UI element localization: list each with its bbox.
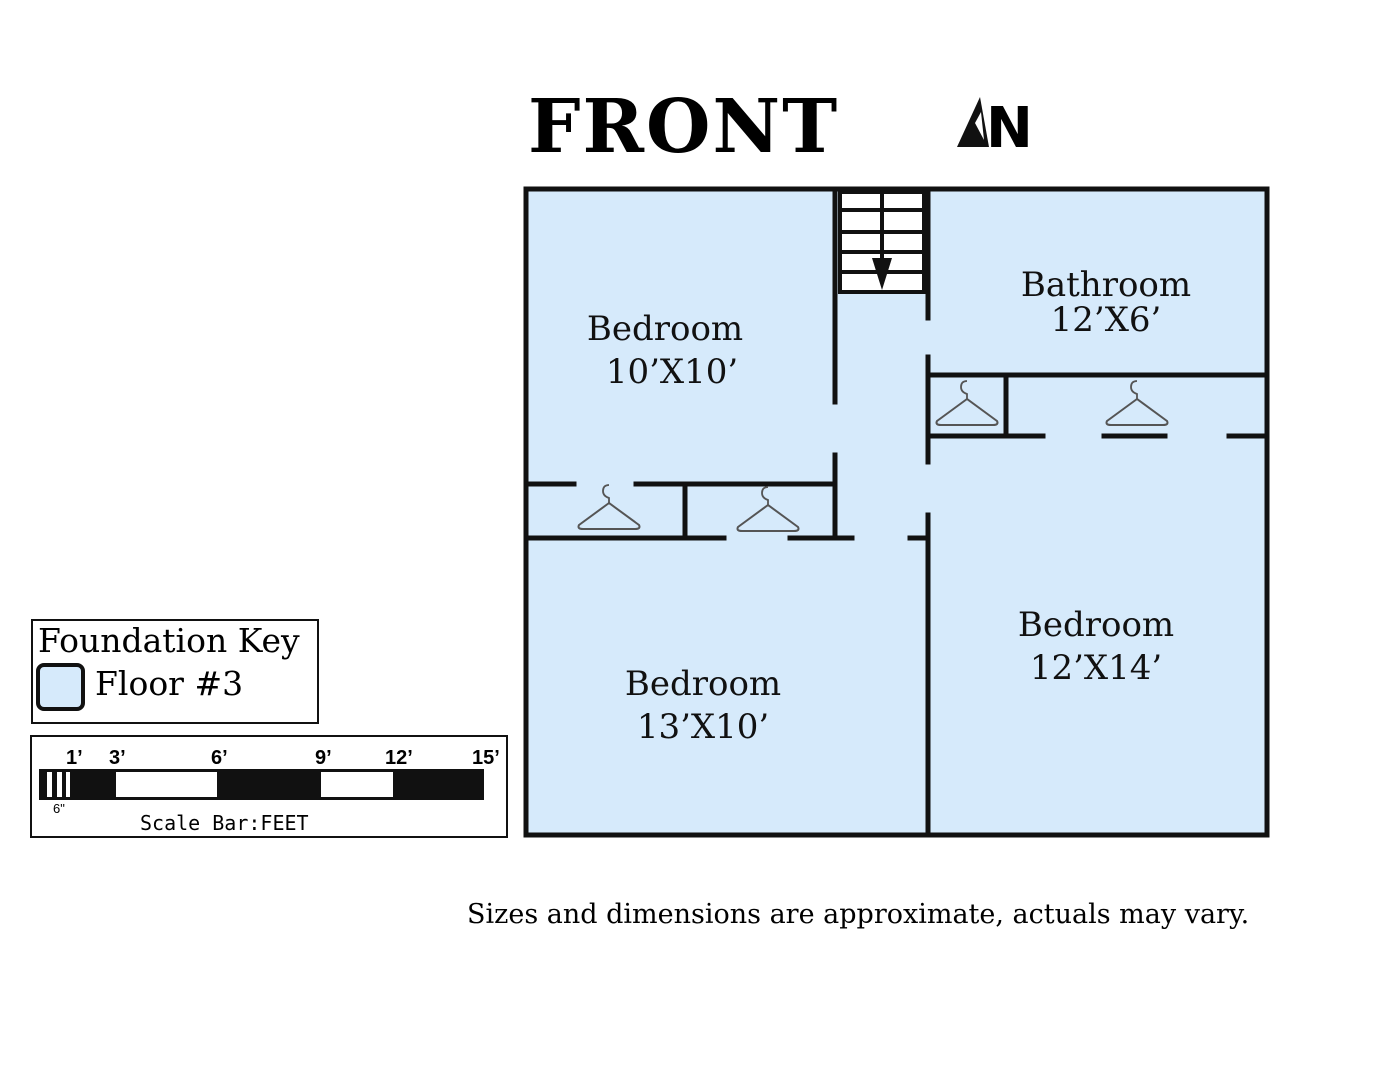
- scale-tick: 12’: [385, 747, 413, 769]
- scale-caption: Scale Bar:FEET: [140, 811, 309, 835]
- front-label: FRONT: [528, 84, 839, 170]
- room-name: Bedroom: [625, 664, 781, 704]
- key-floor-label: Floor #3: [95, 664, 243, 703]
- walls: [523, 186, 1270, 838]
- scale-tick: 6’: [211, 747, 228, 769]
- room-size: 12’X14’: [1030, 648, 1162, 688]
- room-size: 10’X10’: [606, 352, 738, 392]
- scale-tick: 9’: [315, 747, 332, 769]
- floor-swatch: [36, 663, 85, 711]
- room-name: Bathroom: [1021, 265, 1191, 305]
- disclaimer: Sizes and dimensions are approximate, ac…: [467, 899, 1249, 930]
- room-size: 13’X10’: [637, 707, 769, 747]
- north-arrow-icon: [957, 97, 989, 147]
- scale-small-tick: 6": [53, 801, 65, 816]
- scale-tick: 3’: [109, 747, 126, 769]
- room-size: 12’X6’: [1051, 300, 1162, 340]
- room-name: Bedroom: [1018, 605, 1174, 645]
- stairs-icon: [838, 190, 926, 294]
- room-name: Bedroom: [587, 309, 743, 349]
- scale-tick: 1’: [66, 747, 83, 769]
- north-label: N: [986, 96, 1033, 161]
- scale-tick: 15’: [472, 747, 500, 769]
- foundation-key: Foundation Key Floor #3: [31, 619, 319, 724]
- scale-bar: 1’ 3’ 6’ 9’ 12’ 15’ 6" Scale Bar:FEET: [30, 735, 508, 838]
- key-title: Foundation Key: [38, 621, 300, 660]
- floor-area: [526, 189, 1267, 835]
